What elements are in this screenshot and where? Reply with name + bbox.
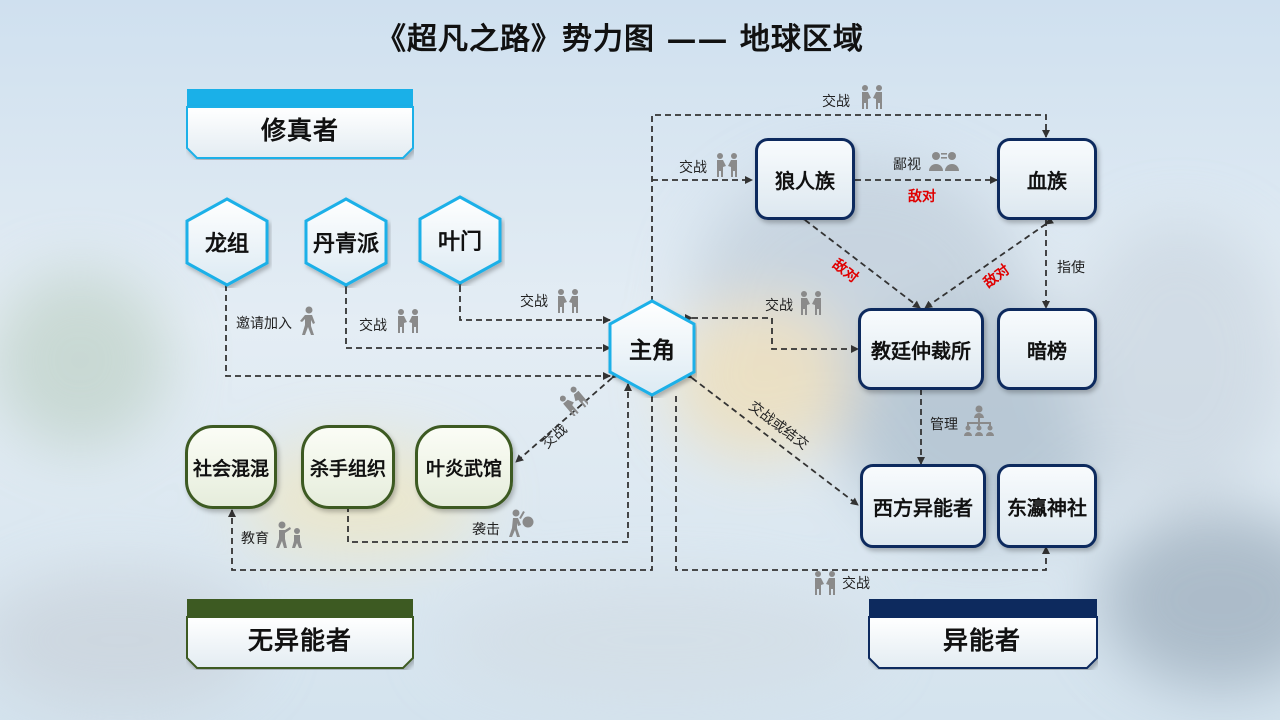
edge-label-attack: 袭击 [472, 522, 500, 538]
fight-icon [801, 291, 821, 315]
node-protagonist[interactable]: 主角 [629, 337, 675, 364]
fight-icon [815, 571, 835, 595]
edge-protagonist-social [228, 396, 653, 571]
banner-non-ability-label: 无异能者 [247, 626, 352, 655]
edge-label-manage: 管理 [930, 417, 958, 433]
walking-person-icon [300, 306, 315, 335]
edge-label-fight-top: 交战 [822, 94, 850, 110]
edge-protagonist-western [684, 370, 859, 506]
edge-assassin-protagonist [347, 383, 632, 543]
edge-protagonist-church [685, 314, 859, 353]
node-danqing-hex [304, 197, 388, 287]
group-people-icon [929, 152, 959, 171]
node-dongying[interactable]: 东瀛神社 [997, 464, 1097, 548]
node-assassin[interactable]: 杀手组织 [301, 425, 395, 509]
edge-label-educate: 教育 [241, 531, 269, 547]
edge-protagonist-yeyan [515, 370, 620, 463]
edge-yemen-protagonist [456, 279, 611, 324]
fight-icon [398, 309, 418, 333]
edge-label-fight-church: 交战 [765, 298, 793, 314]
banner-ability: 异能者 [869, 599, 1095, 669]
banner-non-ability-frame [186, 599, 414, 669]
node-social[interactable]: 社会混混 [185, 425, 277, 509]
edge-protagonist-blood [651, 114, 1050, 302]
edge-label-spy: 鄙视 [893, 157, 921, 173]
node-blood[interactable]: 血族 [997, 138, 1097, 220]
edge-label-hostile-wolf-blood: 敌对 [908, 189, 936, 205]
banner-ability-frame [868, 599, 1098, 669]
attack-icon [509, 509, 534, 537]
node-longzu[interactable]: 龙组 [204, 231, 249, 257]
edge-label-fight-danqing: 交战 [359, 318, 387, 334]
banner-cultivators-label: 修真者 [260, 116, 339, 145]
banner-cultivators: 修真者 [187, 89, 413, 159]
node-yemen[interactable]: 叶门 [437, 229, 482, 255]
node-anbang[interactable]: 暗榜 [997, 308, 1097, 390]
teaching-icon [276, 521, 302, 548]
edge-label-fight-yemen: 交战 [520, 294, 548, 310]
edge-danqing-protagonist [342, 281, 611, 352]
edge-protagonist-dongying [675, 396, 1050, 571]
node-longzu-hex [185, 197, 269, 287]
edge-longzu-protagonist [225, 285, 611, 380]
node-werewolf[interactable]: 狼人族 [755, 138, 855, 220]
fight-icon [560, 386, 588, 416]
diagram-title: 《超凡之路》势力图 —— 地球区域 [376, 22, 864, 57]
fight-icon [717, 153, 737, 177]
edge-label-fight-dongying: 交战 [842, 576, 870, 592]
node-danqing[interactable]: 丹青派 [312, 231, 379, 257]
node-church[interactable]: 教廷仲裁所 [858, 308, 984, 390]
edge-label-invite: 邀请加入 [236, 316, 292, 332]
banner-cultivators-frame [186, 89, 414, 159]
edge-werewolf-church [797, 212, 921, 309]
node-yemen-hex [418, 195, 502, 285]
edge-label-fight-wolf: 交战 [679, 160, 707, 176]
fight-icon [862, 85, 882, 109]
hierarchy-icon [964, 405, 994, 436]
edge-label-command: 指使 [1057, 260, 1085, 276]
banner-ability-label: 异能者 [942, 626, 1021, 655]
node-yeyan[interactable]: 叶炎武馆 [415, 425, 513, 509]
node-protagonist-hex [608, 299, 696, 397]
banner-non-ability: 无异能者 [187, 599, 413, 669]
fight-icon [558, 289, 578, 313]
node-western[interactable]: 西方异能者 [860, 464, 986, 548]
edge-blood-church [924, 216, 1055, 309]
